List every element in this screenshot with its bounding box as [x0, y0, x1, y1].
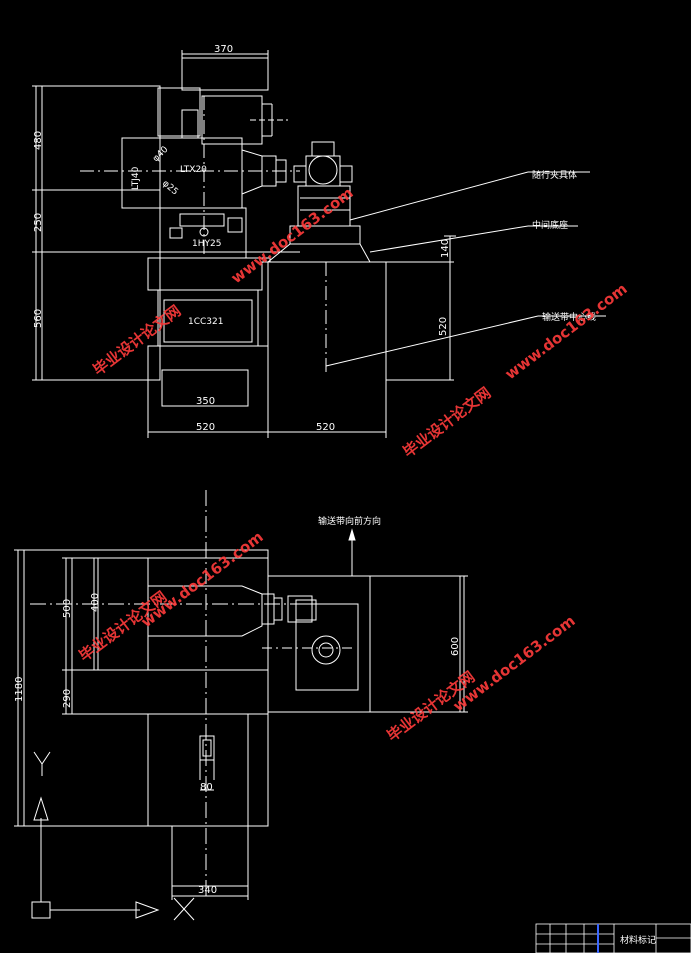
part-phi40: φ40 [151, 145, 171, 165]
part-ltj40: LTJ40 [131, 166, 141, 190]
conveyor-direction-label: 输送带向前方向 [318, 515, 381, 527]
part-phi25: φ25 [160, 179, 180, 198]
part-1cc321: 1CC321 [188, 317, 223, 327]
watermark-url-3: www.doc163.com [138, 528, 267, 632]
watermark-url-4: www.doc163.com [450, 612, 579, 716]
dim-500: 500 [62, 599, 73, 618]
callout-base: 中间底座 [532, 219, 568, 231]
dim-370: 370 [214, 44, 233, 55]
part-1hy25: 1HY25 [192, 239, 221, 249]
watermark-cn-2: 毕业设计论文网 [400, 384, 495, 462]
callout-conveyor-center: 输送带中心线 [542, 311, 596, 323]
dim-250: 250 [33, 213, 44, 232]
part-ltx20: LTX20 [180, 165, 207, 175]
dim-520-right: 520 [316, 422, 335, 433]
dim-80: 80 [200, 782, 213, 793]
dim-340: 340 [198, 885, 217, 896]
watermark-url-2: www.doc163.com [502, 280, 631, 384]
watermark-cn-1: 毕业设计论文网 [90, 302, 185, 380]
plan-view [14, 490, 468, 921]
watermark-url-1: www.doc163.com [228, 184, 357, 288]
dim-400: 400 [90, 593, 101, 612]
dim-520-vertical: 520 [438, 317, 449, 336]
dim-560: 560 [33, 309, 44, 328]
dim-520-left: 520 [196, 422, 215, 433]
elevation-view [32, 50, 606, 438]
dim-1180: 1180 [14, 677, 25, 702]
material-label: 材料标记 [620, 934, 656, 946]
dim-140: 140 [440, 239, 451, 258]
dim-600: 600 [450, 637, 461, 656]
dim-290: 290 [62, 689, 73, 708]
title-block [535, 923, 691, 953]
dim-480: 480 [33, 131, 44, 150]
callout-fixture: 随行夹具体 [532, 169, 577, 181]
dim-350: 350 [196, 396, 215, 407]
